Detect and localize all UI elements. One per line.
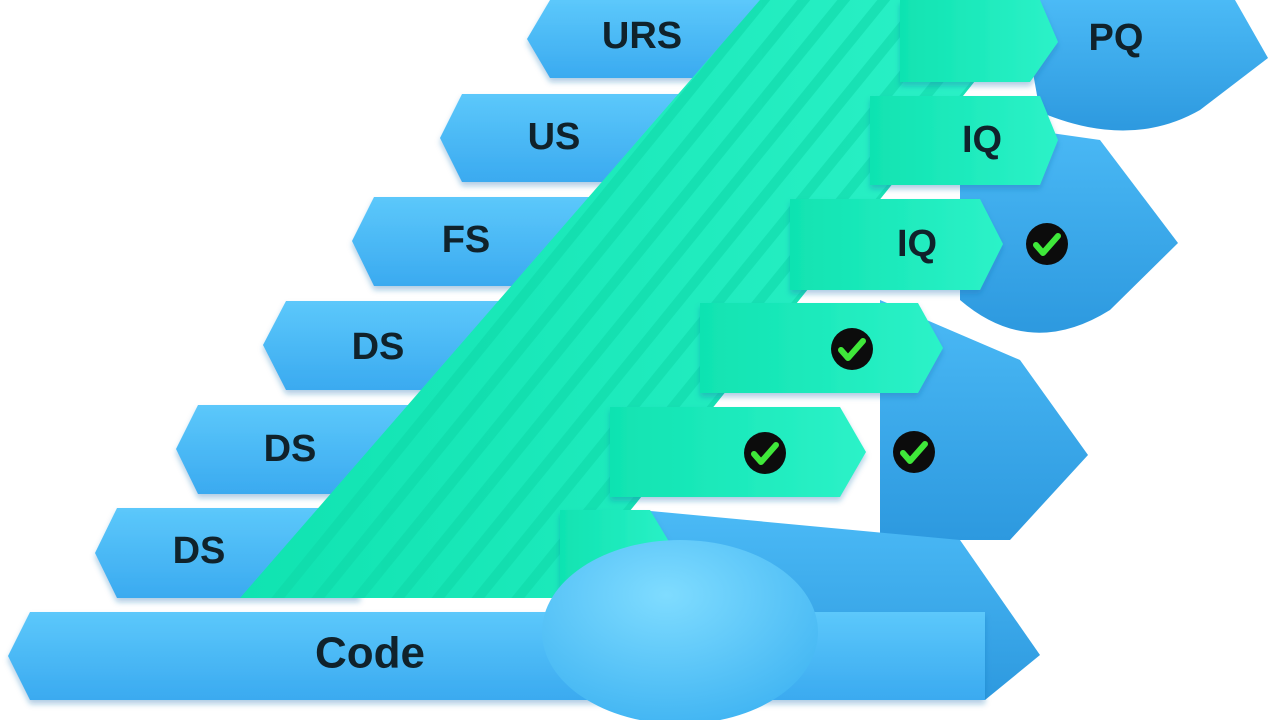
check-icon xyxy=(831,328,873,370)
bottom-blob xyxy=(542,540,818,720)
label-us: US xyxy=(528,116,581,158)
label-ds-3: DS xyxy=(173,530,226,572)
bar-pq-green xyxy=(900,0,1058,82)
label-pq: PQ xyxy=(1089,17,1144,59)
label-urs: URS xyxy=(602,15,682,57)
pq-mass xyxy=(1020,0,1268,131)
bar-check-1 xyxy=(700,303,943,393)
check-badges xyxy=(744,223,1068,474)
bar-check-2 xyxy=(610,407,866,497)
label-fs: FS xyxy=(442,219,491,261)
label-code: Code xyxy=(315,629,425,678)
check-icon xyxy=(1026,223,1068,265)
label-ds-1: DS xyxy=(352,326,405,368)
labels: URS US FS DS DS DS Code PQ IQ IQ xyxy=(173,15,1144,678)
bar-iq-1 xyxy=(870,96,1058,185)
check-icon xyxy=(893,431,935,473)
label-ds-2: DS xyxy=(264,428,317,470)
label-iq-1: IQ xyxy=(962,119,1002,161)
bar-code xyxy=(8,612,985,700)
check-icon xyxy=(744,432,786,474)
label-iq-2: IQ xyxy=(897,223,937,265)
bar-iq-2 xyxy=(790,199,1003,290)
